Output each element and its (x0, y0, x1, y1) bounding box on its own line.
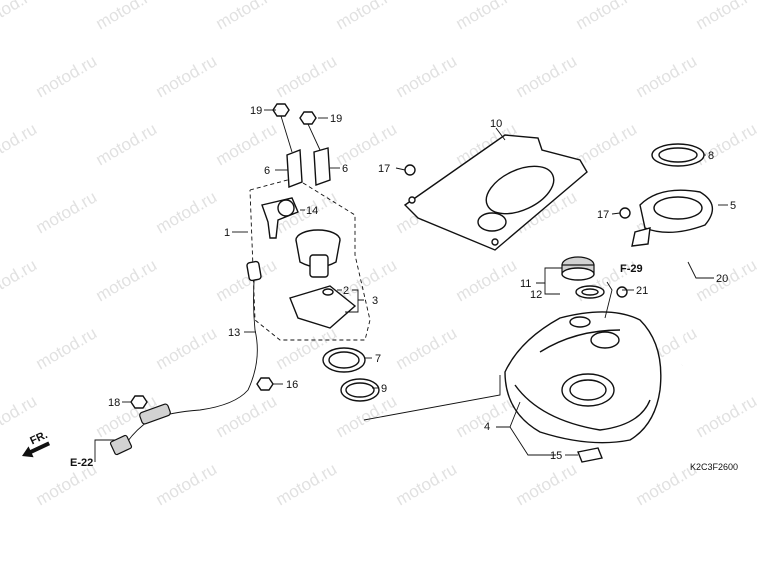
callout-2: 2 (343, 285, 349, 297)
tank-cover (403, 134, 588, 251)
bolts-19 (272, 103, 317, 125)
diagram-code: K2C3F2600 (690, 462, 738, 472)
watermark-text: motod.ru (333, 119, 401, 169)
watermark-text: motod.ru (513, 459, 581, 509)
watermark-layer: motod.ru motod.ru motod.ru motod.ru motod.ru… (0, 0, 760, 509)
watermark-text: motod.ru (33, 51, 101, 101)
watermark-text: motod.ru (633, 51, 701, 101)
watermark-text: motod.ru (393, 51, 461, 101)
callout-labels: 1 2 3 4 5 6 6 7 8 9 10 11 12 13 14 15 16… (108, 105, 736, 462)
watermark-text: motod.ru (153, 459, 221, 509)
callout-20: 20 (716, 273, 728, 285)
watermark-text: motod.ru (393, 459, 461, 509)
callout-15: 15 (550, 450, 562, 462)
watermark-text: motod.ru (213, 255, 281, 305)
callout-17b: 17 (597, 209, 609, 221)
fuel-tank (504, 311, 662, 463)
watermark-text: motod.ru (33, 187, 101, 237)
watermark-text: motod.ru (453, 255, 521, 305)
watermark-text: motod.ru (33, 323, 101, 373)
front-arrow: FR. (22, 429, 51, 458)
watermark-text: motod.ru (213, 391, 281, 441)
callout-21: 21 (636, 285, 648, 297)
watermark-text: motod.ru (93, 119, 161, 169)
watermark-text: motod.ru (393, 323, 461, 373)
ref-f29: F-29 (620, 263, 643, 275)
callout-3: 3 (372, 295, 378, 307)
callout-9: 9 (381, 383, 387, 395)
watermark-text: motod.ru (153, 51, 221, 101)
callout-19b: 19 (330, 113, 342, 125)
callout-6b: 6 (342, 163, 348, 175)
watermark-text: motod.ru (153, 187, 221, 237)
mounting-brackets (286, 147, 331, 188)
front-arrow-icon (22, 441, 51, 458)
watermark-text: motod.ru (213, 0, 281, 33)
watermark-text: motod.ru (513, 51, 581, 101)
watermark-text: motod.ru (93, 255, 161, 305)
callout-8: 8 (708, 150, 714, 162)
watermark-text: motod.ru (693, 119, 761, 169)
callout-17a: 17 (378, 163, 390, 175)
fuel-pump-assembly (249, 177, 371, 341)
watermark-text: motod.ru (0, 255, 40, 305)
callout-10: 10 (490, 118, 502, 130)
watermark-text: motod.ru (573, 119, 641, 169)
watermark-text: motod.ru (0, 0, 40, 33)
callout-11: 11 (520, 278, 531, 290)
callout-14: 14 (306, 205, 318, 217)
watermark-text: motod.ru (693, 0, 761, 33)
callout-13: 13 (228, 327, 240, 339)
watermark-text: motod.ru (453, 0, 521, 33)
callout-16: 16 (286, 379, 298, 391)
filler-cap-parts (561, 143, 713, 366)
callout-1: 1 (224, 227, 230, 239)
callout-12: 12 (530, 289, 542, 301)
watermark-text: motod.ru (573, 0, 641, 33)
packing-rings (322, 347, 380, 402)
watermark-text: motod.ru (333, 0, 401, 33)
callout-7: 7 (375, 353, 381, 365)
ref-e22: E-22 (70, 457, 93, 469)
callout-5: 5 (730, 200, 736, 212)
callout-4: 4 (484, 421, 490, 433)
watermark-text: motod.ru (153, 323, 221, 373)
callout-19a: 19 (250, 105, 262, 117)
watermark-text: motod.ru (93, 0, 161, 33)
callout-6a: 6 (264, 165, 270, 177)
watermark-text: motod.ru (693, 391, 761, 441)
watermark-text: motod.ru (0, 119, 40, 169)
leader-lines (94, 109, 728, 462)
watermark-text: motod.ru (213, 119, 281, 169)
callout-18: 18 (108, 397, 120, 409)
watermark-text: motod.ru (273, 459, 341, 509)
reference-labels: FR. E-22 F-29 K2C3F2600 (22, 263, 738, 472)
watermark-text: motod.ru (273, 51, 341, 101)
